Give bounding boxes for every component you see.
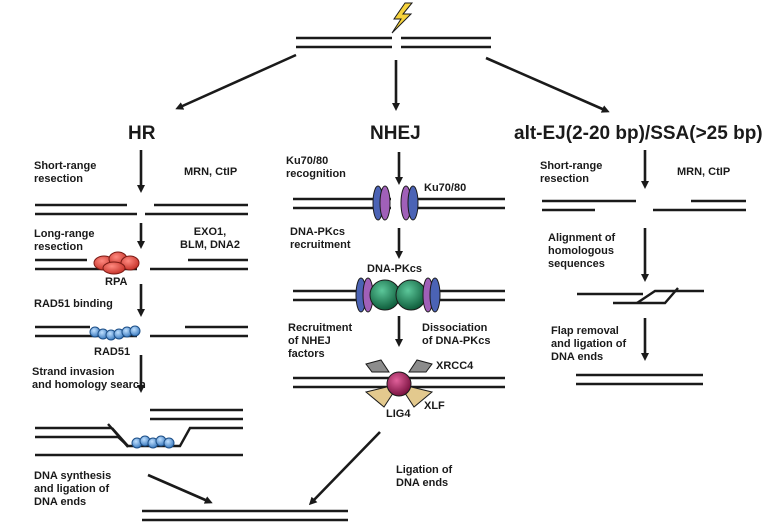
hr-rad51-binding-label: RAD51 binding <box>34 298 113 310</box>
alt-align-line1: Alignment of <box>548 232 616 244</box>
hr-short-range-line2: resection <box>34 173 83 185</box>
ku70-80-label: Ku70/80 <box>424 182 467 194</box>
branch-arrows <box>175 53 610 113</box>
alt-align-line2: homologous <box>548 245 614 257</box>
hr-exo-line2: BLM, DNA2 <box>180 239 240 251</box>
nhej-ku-recog-line2: recognition <box>286 168 346 180</box>
alt-flap-line2: and ligation of <box>551 338 627 350</box>
nhej-pkcs-rec-line2: recruitment <box>290 239 351 251</box>
alt-dna-aligned <box>577 287 704 305</box>
rad51-label: RAD51 <box>94 346 131 358</box>
nhej-pkcs-rec-line1: DNA-PKcs <box>290 226 346 238</box>
nhej-recruit-line3: factors <box>288 348 325 360</box>
nhej-recruit-line2: of NHEJ <box>288 335 331 347</box>
nhej-dissoc-line2: of DNA-PKcs <box>422 335 491 347</box>
alt-short-range-line2: resection <box>540 173 589 185</box>
alt-short-range-label: Short-range resection <box>540 160 602 186</box>
hr-heading: HR <box>128 123 156 144</box>
alt-align-line3: sequences <box>548 258 605 270</box>
nhej-dissoc-line1: Dissociation <box>422 322 488 334</box>
hr-exo-label: EXO1, BLM, DNA2 <box>166 226 254 252</box>
hr-short-range-line1: Short-range <box>34 160 97 172</box>
hr-strand-invasion-label: Strand invasion and homology search <box>32 366 146 392</box>
alt-ej-heading: alt-EJ(2-20 bp)/SSA(>25 bp) <box>514 123 763 144</box>
nhej-ku-recognition-label: Ku70/80 recognition <box>286 155 346 181</box>
alt-mrn-label: MRN, CtIP <box>677 166 731 178</box>
nhej-ku-recog-line1: Ku70/80 <box>286 155 329 167</box>
alt-flap-removal-label: Flap removal and ligation of DNA ends <box>551 325 626 364</box>
alt-short-range-line1: Short-range <box>540 160 603 172</box>
hr-synth-line2: and ligation of <box>34 483 110 495</box>
nhej-dissociation-label: Dissociation of DNA-PKcs <box>422 322 490 348</box>
nhej-heading: NHEJ <box>370 123 421 144</box>
dna-pkcs-complex <box>355 277 441 313</box>
hr-dloop <box>35 408 243 457</box>
nhej-ligation-line2: DNA ends <box>396 477 449 489</box>
rad51-filament <box>89 325 141 341</box>
hr-dna-resected <box>35 203 248 216</box>
hr-strand-line2: and homology search <box>32 379 146 391</box>
hr-dna-rad51 <box>35 325 248 338</box>
hr-dna-long-resected <box>35 258 248 271</box>
nhej-step-arrows <box>308 152 403 506</box>
hr-long-range-label: Long-range resection <box>34 228 95 254</box>
rpa-protein <box>93 251 140 275</box>
hr-short-range-label: Short-range resection <box>34 160 96 186</box>
alt-dna-resected <box>542 199 746 212</box>
nhej-ligation-label: Ligation of DNA ends <box>396 464 452 490</box>
lig4-xrcc4-xlf-complex <box>364 359 434 408</box>
alt-flap-line3: DNA ends <box>551 351 604 363</box>
rad51-dloop-filament <box>131 435 175 449</box>
nhej-ligation-line1: Ligation of <box>396 464 453 476</box>
lig4-label: LIG4 <box>386 408 411 420</box>
final-ligated-dna <box>142 509 348 522</box>
top-broken-dna <box>296 36 491 49</box>
xrcc4-label: XRCC4 <box>436 360 474 372</box>
nhej-recruitment-label: Recruitment of NHEJ factors <box>288 322 352 361</box>
ku70-80-rings <box>372 185 419 221</box>
hr-synth-line1: DNA synthesis <box>34 470 112 482</box>
nhej-pkcs-recruitment-label: DNA-PKcs recruitment <box>290 226 351 252</box>
hr-long-range-line1: Long-range <box>34 228 95 240</box>
hr-synthesis-label: DNA synthesis and ligation of DNA ends <box>34 470 111 509</box>
rpa-label: RPA <box>105 276 128 288</box>
hr-long-range-line2: resection <box>34 241 83 253</box>
alt-alignment-label: Alignment of homologous sequences <box>548 232 615 271</box>
hr-strand-line1: Strand invasion <box>32 366 115 378</box>
nhej-recruit-line1: Recruitment <box>288 322 353 334</box>
xlf-label: XLF <box>424 400 445 412</box>
nhej-dna-ku <box>293 197 505 210</box>
alt-flap-line1: Flap removal <box>551 325 619 337</box>
alt-dna-ligated <box>576 373 703 386</box>
hr-mrn-label: MRN, CtIP <box>184 166 238 178</box>
hr-synth-line3: DNA ends <box>34 496 87 508</box>
dna-pkcs-label: DNA-PKcs <box>367 263 423 275</box>
hr-exo-line1: EXO1, <box>193 226 227 238</box>
hr-step-arrows <box>137 150 213 504</box>
lightning-icon <box>391 2 414 34</box>
